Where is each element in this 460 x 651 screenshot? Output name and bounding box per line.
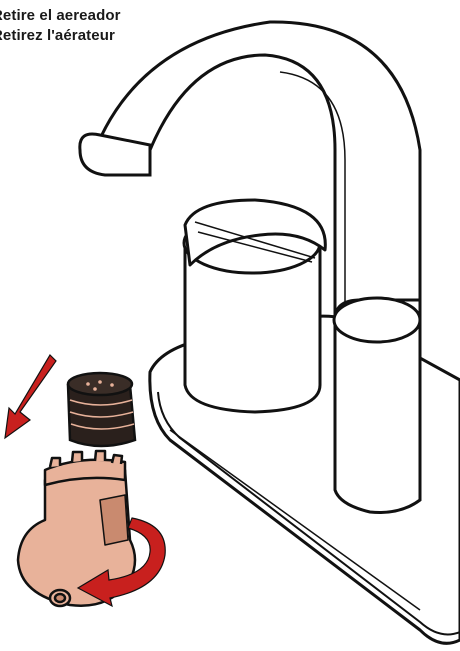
instruction-french: Retirez l'aérateur [0,26,121,46]
faucet-handle [184,200,325,412]
instruction-caption: Retire el aereador Retirez l'aérateur [0,6,121,46]
arrow-down-left-icon [5,355,56,438]
aerator-insert [68,373,135,446]
spout-leg [334,298,420,513]
instruction-spanish: Retire el aereador [0,6,121,26]
